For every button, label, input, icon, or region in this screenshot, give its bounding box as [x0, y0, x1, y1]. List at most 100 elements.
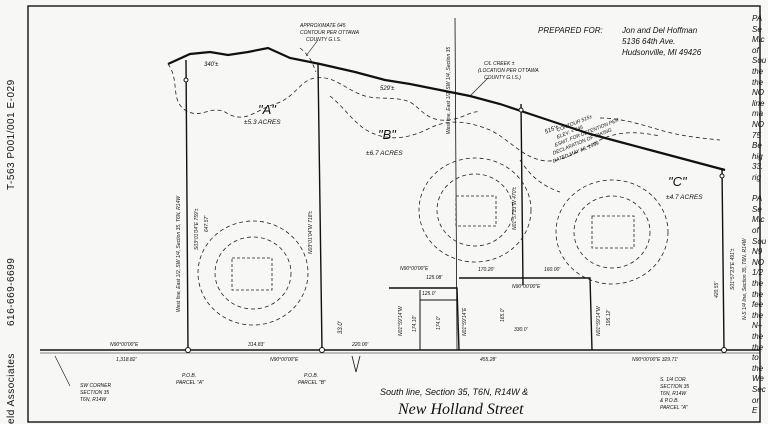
- client-address-2: Hudsonville, MI 49426: [622, 48, 702, 57]
- dim-33: 33.0': [338, 321, 344, 334]
- right-margin-line: ma: [752, 109, 764, 119]
- right-margin-line: PA: [752, 14, 763, 23]
- fax-phone: 616-669-6699: [6, 257, 17, 326]
- dim-12508: 125.08': [426, 275, 443, 281]
- right-margin-line: N9: [752, 247, 763, 257]
- contour-645: [167, 63, 481, 121]
- s-qtr-2: SECTION 35: [660, 384, 690, 390]
- ns-quarter-line: [721, 167, 725, 351]
- south-bearing-w: N90°00'00"E: [110, 342, 139, 348]
- west-line-a-label: West line, East 1/2, SW 1/4, Section 35,…: [176, 195, 182, 312]
- note-approx-645-3: COUNTY G.I.S.: [306, 37, 342, 43]
- dist-a: 647.57': [204, 215, 210, 232]
- right-margin-line: 33.: [752, 162, 764, 172]
- bearing-a-east: S03°01'04"E 759'±: [194, 208, 200, 250]
- parcel-a-area: ±5.3 ACRES: [244, 119, 281, 126]
- bearing-n01-b: N01°59'14"E: [462, 307, 468, 336]
- right-margin-line: rig: [752, 173, 761, 182]
- pad-ring-b-outer: [418, 157, 532, 263]
- note-approx-645-2: CONTOUR PER OTTAWA: [300, 30, 360, 36]
- south-bearing-b: N90°00'00"E: [270, 357, 299, 363]
- right-margin-line: Sec: [752, 385, 766, 394]
- note-approx-645-1: APPROXIMATE 645: [300, 23, 346, 29]
- dim-17020: 170.20': [478, 267, 495, 273]
- east-line-b: [520, 103, 524, 286]
- parcel-b-label: "B": [378, 127, 396, 142]
- parcel-b-area: ±6.7 ACRES: [366, 150, 403, 157]
- right-margin-line: of: [752, 45, 759, 55]
- dim-top-b: 529'±: [380, 86, 395, 92]
- right-margin-line: of: [752, 226, 759, 235]
- bearing-n90-top: N90°00'00"E: [400, 266, 429, 272]
- right-margin-line: Sou: [752, 236, 767, 246]
- ns-line-label: N-S 1/4 line, Section 35, T6N, R14W: [742, 238, 748, 320]
- lot-outline-1: [389, 287, 460, 351]
- right-margin-line: Se: [752, 204, 762, 214]
- right-margin-line: Mic: [752, 35, 765, 45]
- client-name: Jon and Del Hoffman: [622, 26, 698, 35]
- pad-ring-c-outer: [555, 179, 669, 285]
- dim-3300: 330.0': [514, 327, 528, 333]
- bearing-n90-mid: N90°00'00"E: [512, 284, 541, 290]
- prepared-for-label: PREPARED FOR:: [538, 26, 603, 35]
- pad-ring-a-outer: [197, 220, 309, 326]
- sw-corner-3: T6N, R14W: [80, 397, 107, 403]
- contour-dashed-2: [299, 47, 317, 73]
- s-qtr-3: T6N, R14W: [660, 391, 687, 397]
- contour-dashed-3: [599, 117, 721, 141]
- marker-pob-a: [185, 347, 191, 353]
- pad-ring-c-mid: [573, 195, 651, 269]
- right-margin-line: E: [752, 406, 758, 416]
- fax-company: eld Associates: [6, 353, 17, 424]
- bearing-a-west: N03°01'04"W 718'±: [308, 210, 314, 254]
- street-name: New Holland Street: [398, 401, 524, 418]
- right-margin-line: the: [752, 342, 764, 352]
- south-line-arrow: [351, 355, 361, 373]
- page-border: [27, 5, 761, 423]
- s-qtr-4: & P.O.B.: [660, 398, 679, 404]
- marker-a-top: [183, 77, 189, 83]
- dim-19512: 195.12': [606, 309, 612, 326]
- right-margin-line: the: [752, 310, 764, 320]
- right-margin-line: Mic: [752, 215, 765, 225]
- pad-a: [231, 257, 273, 291]
- dist-c: 420.55': [714, 281, 720, 298]
- right-margin-line: PA: [752, 194, 763, 204]
- marker-c-top: [719, 173, 725, 179]
- south-dist-2200: 220.00': [352, 342, 369, 348]
- parcel-c-area: ±4.7 ACRES: [666, 194, 703, 201]
- right-margin-line: N–: [752, 321, 763, 331]
- dim-1600: 160.00': [544, 267, 561, 273]
- leader-sw-corner: [54, 355, 71, 387]
- pob-b-1: P.O.B.: [304, 373, 319, 379]
- dim-1740: 174.0': [436, 316, 442, 330]
- dim-top-a: 340'±: [204, 62, 219, 68]
- right-margin-line: NO: [752, 88, 764, 98]
- south-dist-31483: 314.83': [248, 342, 265, 348]
- creek-line: [329, 95, 661, 162]
- right-margin-line: We: [752, 374, 764, 384]
- south-bearing-e: N90°00'00"E 329.71': [632, 357, 678, 363]
- right-margin-line: Be: [752, 141, 762, 151]
- right-margin-line: Se: [752, 24, 762, 34]
- right-margin-line: fee: [752, 300, 764, 310]
- parcel-c-label: "C": [668, 174, 687, 189]
- s-qtr-5: PARCEL "A": [660, 405, 688, 411]
- fax-page-code: T-563 P001/001 E-029: [6, 79, 17, 190]
- pad-c: [591, 215, 635, 249]
- south-dist-45528: 455.28': [480, 357, 497, 363]
- right-margin-line: the: [752, 279, 764, 288]
- east-line-a: [317, 63, 323, 351]
- parcel-a-label: "A": [258, 102, 276, 117]
- right-margin-line: the: [752, 332, 764, 341]
- marker-b-top: [518, 107, 524, 113]
- south-dist-131882: 1,318.82': [116, 357, 137, 363]
- right-margin-line: line: [752, 98, 765, 108]
- pob-a-1: P.O.B.: [182, 373, 197, 379]
- dim-1650: 165.0': [500, 308, 506, 322]
- s-qtr-1: S. 1/4 COR.: [660, 377, 687, 383]
- bearing-c: S01°57'23"E 491'±: [730, 248, 736, 290]
- note-creek-3: COUNTY G.I.S.): [484, 75, 521, 81]
